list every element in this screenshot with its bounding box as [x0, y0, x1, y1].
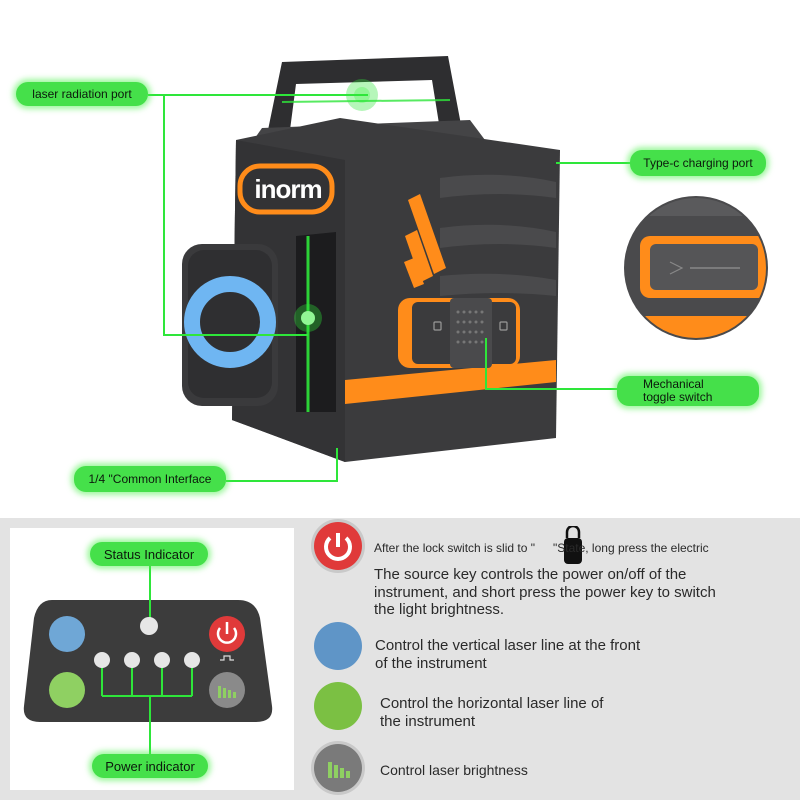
power-indicator-light	[184, 652, 200, 668]
power-description-line2: The source key controls the power on/off…	[374, 566, 687, 583]
callout-line	[485, 388, 617, 390]
callout-line	[556, 162, 630, 164]
callout-text: 1/4 "Common Interface	[88, 471, 212, 486]
power-description-line1: After the lock switch is slid to " "State…	[374, 540, 709, 557]
orange-band	[345, 360, 556, 404]
power-indicator-light	[154, 652, 170, 668]
horizontal-line-icon	[314, 682, 362, 730]
brand-logo: inorm	[254, 173, 322, 204]
text-segment: "State, long press the electric	[552, 541, 709, 555]
horizontal-description-line2: the instrument	[380, 713, 476, 730]
power-description-line4: the light brightness.	[374, 601, 505, 618]
vertical-line-icon	[314, 622, 362, 670]
callout-typec-charging-port: Type-c charging port	[630, 150, 766, 176]
callout-line	[163, 334, 308, 336]
horizontal-description-line1: Control the horizontal laser line of	[380, 695, 604, 712]
label-power-indicator: Power indicator	[92, 754, 208, 778]
callout-line	[148, 94, 368, 96]
logo-plate	[237, 163, 335, 215]
control-panel-diagram	[23, 566, 273, 754]
callout-common-interface: 1/4 "Common Interface	[74, 466, 226, 492]
text-segment: After the lock switch is slid to "	[374, 541, 535, 555]
brightness-description: Control laser brightness	[380, 762, 528, 778]
label-text: Power indicator	[105, 758, 195, 774]
power-indicator-light	[124, 652, 140, 668]
vertical-description-line2: of the instrument	[375, 655, 487, 672]
callout-text: laser radiation port	[32, 86, 132, 101]
top-handle	[268, 56, 462, 130]
vertical-description-line1: Control the vertical laser line at the f…	[375, 637, 641, 654]
vertical-line-button	[49, 616, 85, 652]
power-icon	[314, 522, 362, 570]
callout-laser-radiation-port: laser radiation port	[16, 82, 148, 106]
brightness-button	[209, 672, 245, 708]
callout-line	[336, 448, 338, 482]
callout-mechanical-toggle-switch: Mechanical toggle switch	[617, 376, 759, 406]
callout-text: Mechanical	[643, 377, 704, 391]
power-description-line3: instrument, and short press the power ke…	[374, 584, 716, 601]
horizontal-line-button	[49, 672, 85, 708]
label-status-indicator: Status Indicator	[90, 542, 208, 566]
power-indicator-light	[94, 652, 110, 668]
lock-icon	[564, 526, 582, 564]
callout-line	[163, 94, 165, 336]
brightness-icon	[314, 744, 362, 792]
label-text: Status Indicator	[103, 546, 195, 562]
status-indicator-light	[140, 617, 158, 635]
laser-lens	[184, 276, 276, 368]
laser-level-photo	[182, 56, 768, 462]
callout-text: Type-c charging port	[643, 155, 753, 170]
callout-line	[226, 480, 338, 482]
callout-line	[485, 338, 487, 390]
callout-text: toggle switch	[643, 390, 713, 404]
